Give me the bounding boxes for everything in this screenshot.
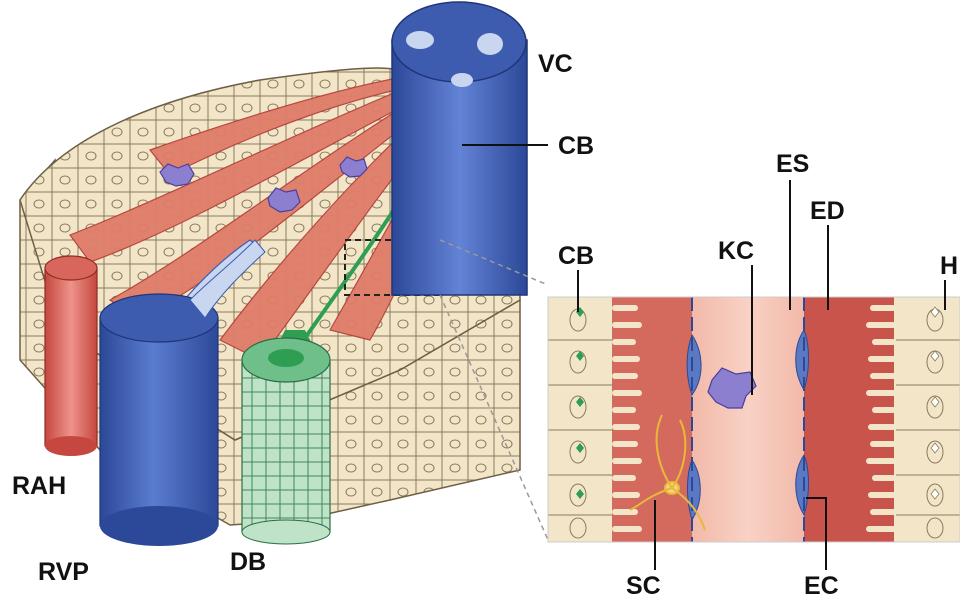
central-vein-lumen: [406, 31, 434, 49]
microvillus: [866, 458, 896, 464]
label-rah: RAH: [12, 472, 66, 500]
bile-duct: [242, 338, 330, 544]
portal-vein-bottom: [100, 506, 218, 546]
space-of-disse-right: [804, 297, 894, 542]
central-vein-lumen: [477, 33, 503, 55]
microvillus: [612, 322, 642, 328]
label-kc: KC: [718, 237, 754, 265]
label-rvp: RVP: [38, 558, 89, 586]
microvillus: [612, 424, 640, 430]
central-vein: [392, 2, 527, 295]
label-sc: SC: [626, 572, 661, 599]
microvillus: [612, 373, 638, 379]
microvillus: [612, 390, 642, 396]
microvillus: [612, 356, 640, 362]
space-of-disse-left: [612, 297, 692, 542]
sinusoid-lumen: [692, 297, 804, 542]
hepatic-artery: [45, 256, 97, 456]
microvillus: [870, 441, 896, 447]
label-vc: VC: [538, 50, 573, 78]
microvillus: [612, 526, 642, 532]
microvillus: [612, 492, 640, 498]
hepatic-artery-body: [45, 268, 97, 446]
bile-duct-lumen: [268, 349, 304, 367]
bile-duct-bottom: [242, 520, 330, 544]
microvillus: [868, 492, 896, 498]
microvillus: [868, 356, 896, 362]
hepatic-artery-bottom: [45, 436, 97, 456]
microvillus: [866, 390, 896, 396]
detail-panel: [548, 297, 960, 542]
microvillus: [868, 424, 896, 430]
microvillus: [612, 407, 636, 413]
label-db: DB: [230, 548, 266, 576]
label-h: H: [940, 252, 958, 280]
label-ec: EC: [804, 572, 839, 599]
microvillus: [612, 339, 636, 345]
microvillus: [866, 322, 896, 328]
microvillus: [612, 305, 638, 311]
microvillus: [872, 475, 896, 481]
label-cb-top: CB: [558, 132, 594, 160]
bile-duct-body: [242, 360, 330, 532]
portal-vein-body: [100, 318, 218, 526]
microvillus: [872, 339, 896, 345]
label-es: ES: [776, 150, 809, 178]
microvillus: [612, 458, 642, 464]
label-cb-detail: CB: [558, 242, 594, 270]
microvillus: [612, 441, 638, 447]
microvillus: [612, 475, 636, 481]
hepatic-artery-top: [45, 256, 97, 280]
central-vein-lumen: [451, 73, 473, 87]
microvillus: [870, 373, 896, 379]
microvillus: [872, 407, 896, 413]
microvillus: [870, 509, 896, 515]
microvillus: [866, 526, 896, 532]
microvillus: [612, 509, 638, 515]
label-ed: ED: [810, 197, 845, 225]
microvillus: [870, 305, 896, 311]
